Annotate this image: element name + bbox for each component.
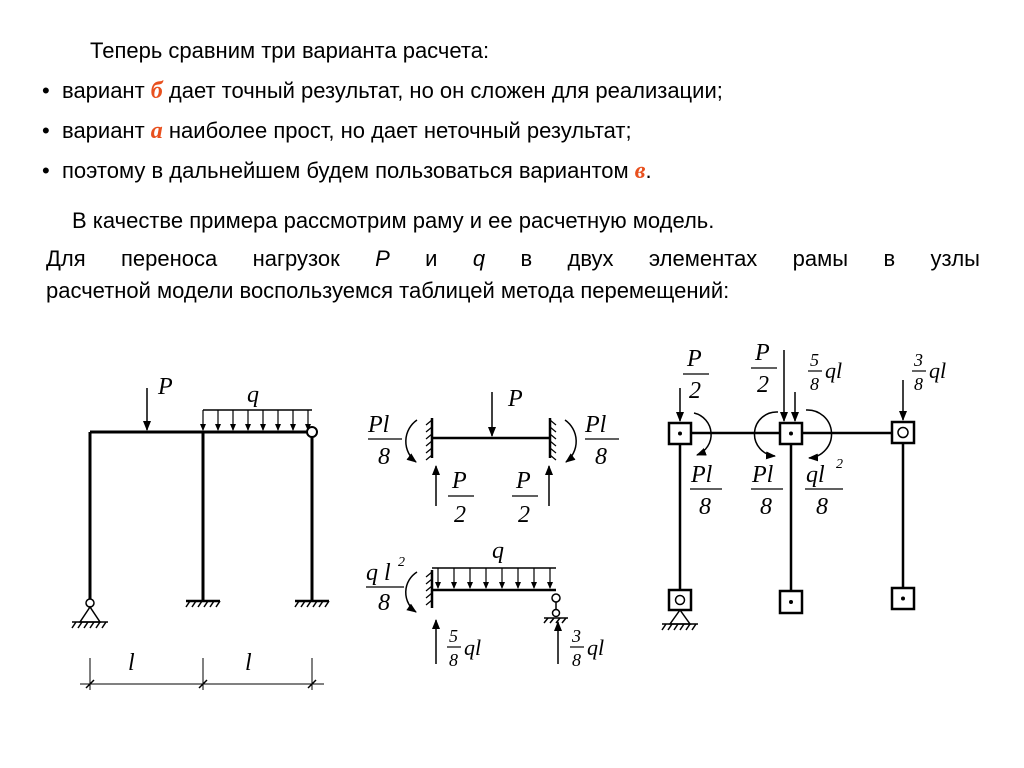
label-ql: ql xyxy=(587,635,604,660)
moment-arrow xyxy=(753,411,779,460)
label-P: P xyxy=(451,468,467,494)
bullet-dot: • xyxy=(42,118,50,143)
label-q: q xyxy=(492,538,504,564)
label-2: 2 xyxy=(454,502,466,528)
bullet-1-after: дает точный результат, но он сложен для … xyxy=(162,78,723,103)
label-8: 8 xyxy=(914,374,923,394)
bullet-1: • вариант б дает точный результат, но он … xyxy=(42,76,723,106)
label-3: 3 xyxy=(571,626,581,646)
label-8: 8 xyxy=(378,590,390,616)
pin-support xyxy=(71,598,108,629)
label-3: 3 xyxy=(913,350,923,370)
label-Pl: Pl xyxy=(584,412,607,438)
label-2: 2 xyxy=(518,502,530,528)
label-8: 8 xyxy=(378,444,390,470)
bullet-2: • вариант а наиболее прост, но дает неточ… xyxy=(42,116,632,146)
label-8: 8 xyxy=(572,650,581,670)
dimension-line xyxy=(80,658,324,690)
example-line-2-a: Для переноса нагрузок xyxy=(46,246,376,271)
symbol-q: q xyxy=(472,246,486,271)
node-dot xyxy=(789,431,793,436)
symbol-P: P xyxy=(375,246,390,271)
label-superscript-2: 2 xyxy=(836,457,843,472)
example-line-3: расчетной модели воспользуемся таблицей … xyxy=(46,278,730,303)
bullet-2-after: наиболее прост, но дает неточный результ… xyxy=(162,118,632,143)
example-line-1: В качестве примера рассмотрим раму и ее … xyxy=(72,208,715,233)
label-l: l xyxy=(128,650,135,676)
moment-arrow-left xyxy=(405,571,418,613)
node-dot xyxy=(789,600,793,604)
example-line-2-b: и xyxy=(389,246,473,271)
bullet-3-before: поэтому в дальнейшем будем пользоваться … xyxy=(62,158,635,183)
label-P: P xyxy=(686,346,702,372)
label-8: 8 xyxy=(760,494,772,520)
label-8: 8 xyxy=(816,494,828,520)
bullet-3-after: . xyxy=(645,158,652,183)
calc-model xyxy=(678,431,905,590)
label-l: l xyxy=(245,650,252,676)
example-line-2: Для переноса нагрузок P и q в двух элеме… xyxy=(46,244,980,274)
label-8: 8 xyxy=(699,494,711,520)
fixed-pinned-beam xyxy=(425,570,556,608)
label-ql: ql xyxy=(825,358,842,383)
label-Pl: Pl xyxy=(690,462,713,488)
label-P: P xyxy=(754,340,770,366)
moment-arrow xyxy=(693,412,712,456)
node-dot xyxy=(901,596,905,601)
label-ql: ql xyxy=(806,462,825,488)
bullet-dot: • xyxy=(42,158,50,183)
distributed-load-q xyxy=(200,409,312,431)
label-ql: ql xyxy=(464,635,481,660)
support-node xyxy=(667,588,693,612)
label-P: P xyxy=(507,386,523,412)
variant-v-mark: в xyxy=(634,158,646,184)
fixed-support xyxy=(294,599,330,608)
label-8: 8 xyxy=(810,374,819,394)
distributed-load-q xyxy=(432,567,556,589)
label-2: 2 xyxy=(689,378,701,404)
label-q: q xyxy=(247,382,259,408)
label-superscript-2: 2 xyxy=(398,555,405,570)
label-ql: q l xyxy=(366,560,391,586)
variant-a-mark: а xyxy=(150,118,163,144)
fixed-support xyxy=(185,599,221,608)
moment-arrow xyxy=(805,409,833,462)
variant-b-mark: б xyxy=(150,78,163,104)
label-Pl: Pl xyxy=(751,462,774,488)
example-line-2-c: в двух элементах рамы в узлы xyxy=(485,246,980,271)
node xyxy=(890,420,916,445)
fixed-fixed-beam xyxy=(425,418,557,461)
label-2: 2 xyxy=(757,372,769,398)
bullet-3: • поэтому в дальнейшем будем пользоваться… xyxy=(42,156,652,186)
node-dot xyxy=(678,431,682,436)
pin-support xyxy=(543,593,568,624)
label-P: P xyxy=(157,374,173,400)
label-ql: ql xyxy=(929,358,946,383)
frame-structure xyxy=(88,426,318,600)
bullet-2-before: вариант xyxy=(62,118,151,143)
label-5: 5 xyxy=(449,626,458,646)
label-5: 5 xyxy=(810,350,819,370)
bullet-dot: • xyxy=(42,78,50,103)
label-Pl: Pl xyxy=(367,412,390,438)
intro-title: Теперь сравним три варианта расчета: xyxy=(90,38,490,63)
label-8: 8 xyxy=(595,444,607,470)
moment-arrow-left xyxy=(405,419,418,463)
label-8: 8 xyxy=(449,650,458,670)
bullet-1-before: вариант xyxy=(62,78,151,103)
pin-support xyxy=(661,608,698,631)
label-P: P xyxy=(515,468,531,494)
moment-arrow-right xyxy=(564,419,577,463)
